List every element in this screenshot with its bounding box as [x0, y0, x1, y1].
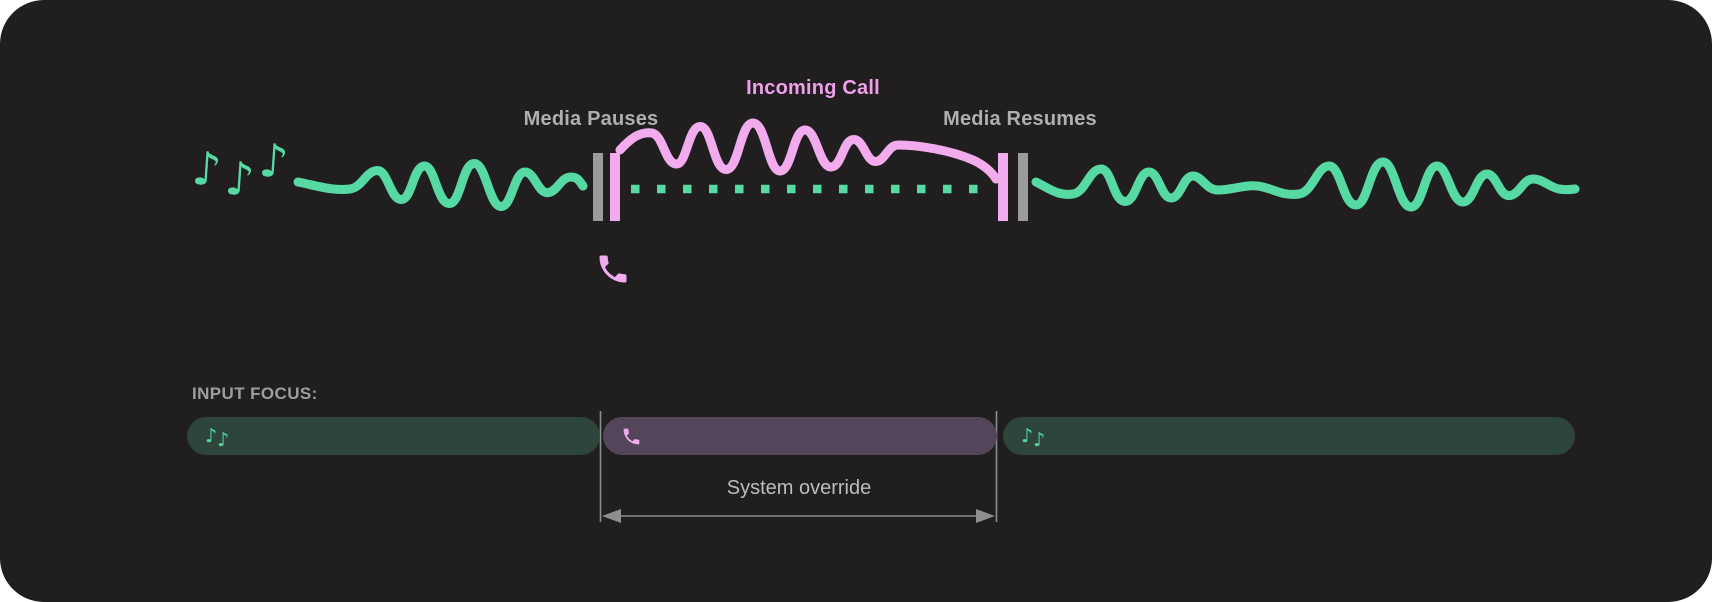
input-focus-heading: INPUT FOCUS: — [192, 384, 318, 403]
resume-marker-pink — [998, 153, 1008, 221]
focus-segment-media-1: ♪ ♪ — [187, 417, 600, 455]
phone-icon — [599, 255, 627, 283]
media-waveform-right — [1031, 157, 1580, 212]
call-waveform — [615, 118, 1001, 184]
media-pauses-label: Media Pauses — [523, 108, 659, 130]
media-resumes-label: Media Resumes — [943, 108, 1097, 130]
focus-segment-call — [603, 417, 997, 455]
system-override-arrow — [602, 509, 995, 523]
pause-marker-pink — [610, 153, 620, 221]
system-override-label: System override — [726, 477, 872, 499]
music-notes-icon: ♪ ♪ ♪ — [190, 132, 294, 208]
incoming-call-label: Incoming Call — [746, 77, 880, 99]
music-notes-icon: ♪ ♪ — [205, 424, 230, 451]
pause-marker-gray — [593, 153, 603, 221]
phone-icon — [623, 428, 640, 444]
music-notes-icon: ♪ ♪ — [1021, 424, 1046, 451]
media-waveform-left — [293, 159, 588, 211]
resume-marker-gray — [1018, 153, 1028, 221]
focus-segment-media-2: ♪ ♪ — [1003, 417, 1575, 455]
